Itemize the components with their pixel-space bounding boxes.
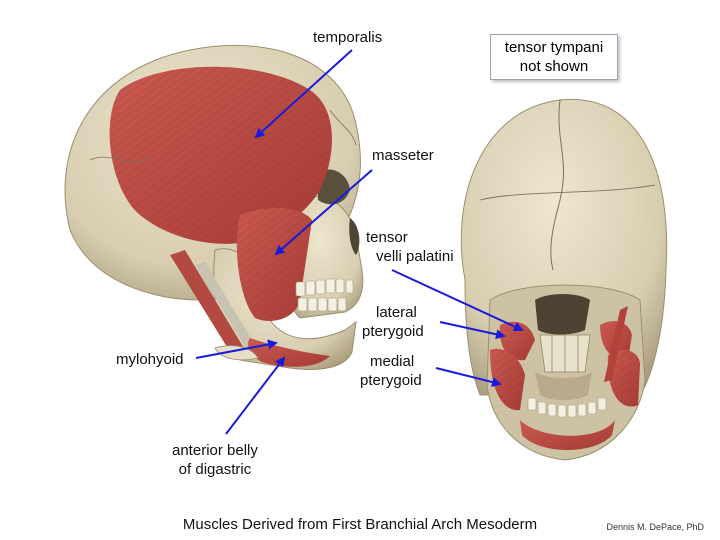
lateral-skull [64, 44, 364, 370]
note-box: tensor tympani not shown [490, 34, 618, 80]
label-digastric-line1: anterior belly [172, 442, 258, 459]
note-line1: tensor tympani [504, 39, 604, 56]
arrow-medial-pterygoid [435, 367, 502, 387]
label-lateral-line1: lateral [376, 304, 417, 321]
label-masseter: masseter [372, 147, 434, 164]
posterior-teeth [527, 397, 607, 418]
label-tensor-velli-palatini: tensor velli palatini [366, 228, 454, 266]
label-arrows [195, 49, 524, 435]
label-tensor-line2: velli palatini [376, 248, 454, 265]
note-line2: not shown [519, 58, 589, 75]
label-medial-line2: pterygoid [360, 372, 422, 389]
figure-caption: Muscles Derived from First Branchial Arc… [182, 516, 538, 533]
arrow-lateral-pterygoid [439, 321, 506, 340]
label-medial-pterygoid: medial pterygoid [360, 352, 422, 390]
arrow-temporalis [254, 49, 353, 139]
label-tensor-line1: tensor [366, 229, 408, 246]
posterior-skull [460, 98, 668, 461]
lateral-teeth [295, 278, 354, 312]
label-lateral-line2: pterygoid [362, 323, 424, 340]
tensor-veli-palatini-muscle [604, 306, 628, 382]
label-anterior-belly-digastric: anterior belly of digastric [172, 441, 258, 479]
lateral-nasal [349, 218, 360, 255]
label-lateral-pterygoid: lateral pterygoid [362, 303, 424, 341]
label-mylohyoid: mylohyoid [116, 351, 184, 368]
author-credit: Dennis M. DePace, PhD [606, 522, 704, 532]
label-medial-line1: medial [370, 353, 415, 370]
neck-muscles [170, 250, 245, 355]
arrow-anterior-belly-digastric [225, 356, 286, 435]
lateral-pterygoid-left [499, 321, 535, 361]
arrow-masseter [274, 169, 373, 256]
label-digastric-line2: of digastric [178, 461, 252, 478]
arrow-mylohyoid [195, 339, 278, 359]
arrow-tensor-velli-palatini [391, 269, 524, 332]
label-temporalis: temporalis [313, 29, 383, 46]
posterior-mylohyoid [520, 420, 615, 450]
